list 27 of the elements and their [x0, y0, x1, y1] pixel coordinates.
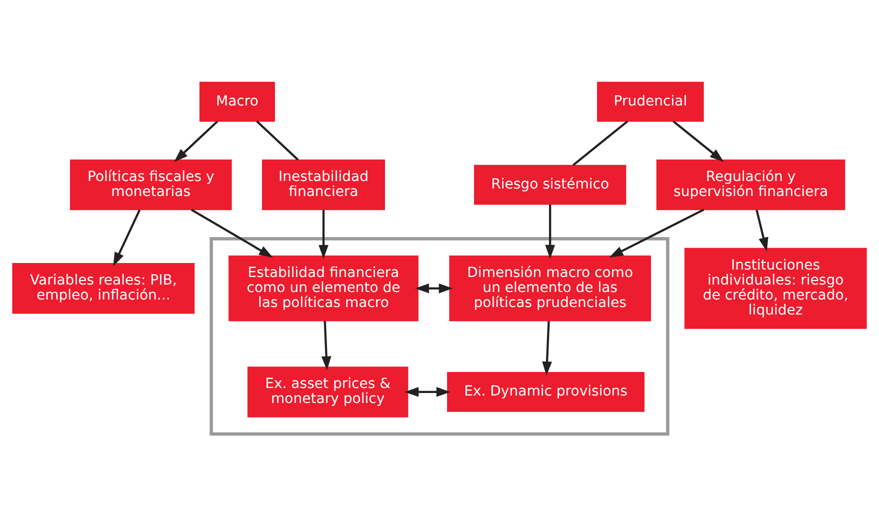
arrow: [321, 320, 332, 370]
node-box: Ex. asset prices & monetary policy: [247, 366, 408, 417]
arrow: [318, 209, 328, 259]
arrow: [174, 120, 218, 162]
arrow: [404, 386, 450, 396]
node-box: Variables reales: PIB, empleo, inflación...: [12, 262, 195, 314]
node-box: Instituciones individuales: riesgo de crédito, mercado, liquidez: [684, 247, 867, 328]
arrow: [545, 204, 556, 258]
arrow: [756, 209, 768, 252]
arrow: [542, 320, 552, 376]
node-box: Regulación y supervisión financiera: [656, 158, 846, 210]
arrow: [190, 208, 274, 258]
node-box: Políticas fiscales y monetarias: [70, 158, 232, 210]
arrow: [414, 282, 453, 293]
connector: [256, 120, 299, 160]
arrow: [609, 208, 704, 257]
node-box: Prudencial: [597, 81, 704, 122]
node-box: Dimensión macro como un elemento de las políticas prudenciales: [449, 254, 651, 321]
node-box: Inestabilidad financiera: [262, 158, 386, 210]
node-box: Ex. Dynamic provisions: [447, 372, 644, 412]
arrow: [113, 208, 141, 266]
connector: [572, 120, 628, 166]
node-box: Estabilidad financiera como un elemento de las políticas macro: [228, 254, 418, 321]
cluster: [210, 236, 670, 436]
node-box: Riesgo sistémico: [474, 164, 626, 204]
arrow: [672, 120, 724, 162]
node-box: Macro: [199, 81, 275, 122]
